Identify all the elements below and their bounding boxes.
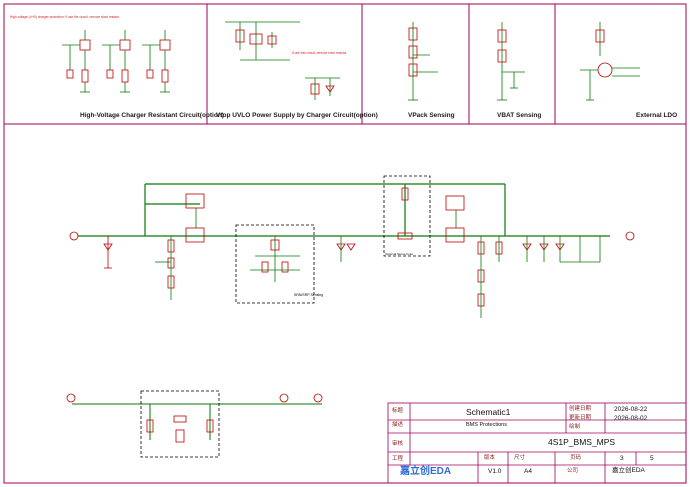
hv-note: High voltage (>HV) charger protection: I…: [10, 15, 120, 19]
tb-label-desc: 描述: [392, 422, 404, 428]
uvlo-circuit: [225, 21, 340, 100]
tb-pages: 5: [650, 455, 654, 462]
tb-version: V1.0: [488, 468, 502, 475]
vbat-sensing-circuit: [497, 22, 525, 101]
panel-title-vtop-uvlo: Vtop UVLO Power Supply by Charger Circui…: [216, 112, 378, 119]
tb-date-created: 2026-08-22: [614, 406, 648, 413]
tb-company: 嘉立创EDA: [612, 467, 645, 474]
tb-label-size: 尺寸: [514, 455, 526, 461]
tb-size: A4: [524, 468, 532, 475]
tb-label-version: 版本: [484, 455, 496, 461]
main-components: [69, 187, 635, 307]
tb-project: 4S1P_BMS_MPS: [548, 437, 616, 447]
panel-title-hv-charger: High-Voltage Charger Resistant Circuit(o…: [80, 112, 224, 119]
main-wires-secondary: [155, 208, 601, 318]
panel-title-vbat-sensing: VBAT Sensing: [497, 112, 542, 119]
sense-circuit: [250, 236, 300, 282]
tb-label-review: 审核: [392, 441, 404, 447]
bottom-components: [66, 393, 323, 443]
tb-page: 3: [620, 455, 624, 462]
vpack-sensing-circuit: [408, 22, 438, 101]
bottom-dashed-box: [140, 390, 220, 458]
eda-logo: 嘉立创EDA: [400, 466, 452, 477]
tb-sheet-name: Schematic1: [466, 407, 511, 417]
ldo-circuit: [580, 22, 640, 101]
uvlo-note: If use this circuit, remove short resist…: [292, 51, 347, 55]
tb-sheet-desc: BMS Protections: [466, 422, 507, 428]
bottom-circuit: [72, 403, 322, 440]
fuse-box-label: Optional Sense Fuse: [385, 252, 414, 256]
main-power-path: [78, 183, 610, 237]
tb-label-updated: 更新日期: [569, 415, 592, 421]
tb-label-created: 创建日期: [569, 406, 592, 412]
title-block: [387, 402, 687, 484]
fuse-box: [383, 175, 431, 257]
tb-label-company: 公司: [567, 468, 579, 474]
tb-label-title: 标题: [392, 408, 404, 414]
tb-label-project: 工程: [392, 456, 404, 462]
panel-title-external-ldo: External LDO: [636, 112, 678, 119]
sense-box-label: SRN/SRP Sensing: [294, 293, 324, 297]
tb-label-drawn: 绘制: [569, 424, 581, 430]
sheet-border: [3, 3, 687, 484]
hv-charger-circuit: [62, 30, 171, 93]
tb-label-page: 页码: [570, 455, 582, 461]
sense-box: [235, 224, 315, 304]
panel-title-vpack-sensing: VPack Sensing: [408, 112, 455, 119]
tb-date-updated: 2026-08-02: [614, 415, 648, 422]
